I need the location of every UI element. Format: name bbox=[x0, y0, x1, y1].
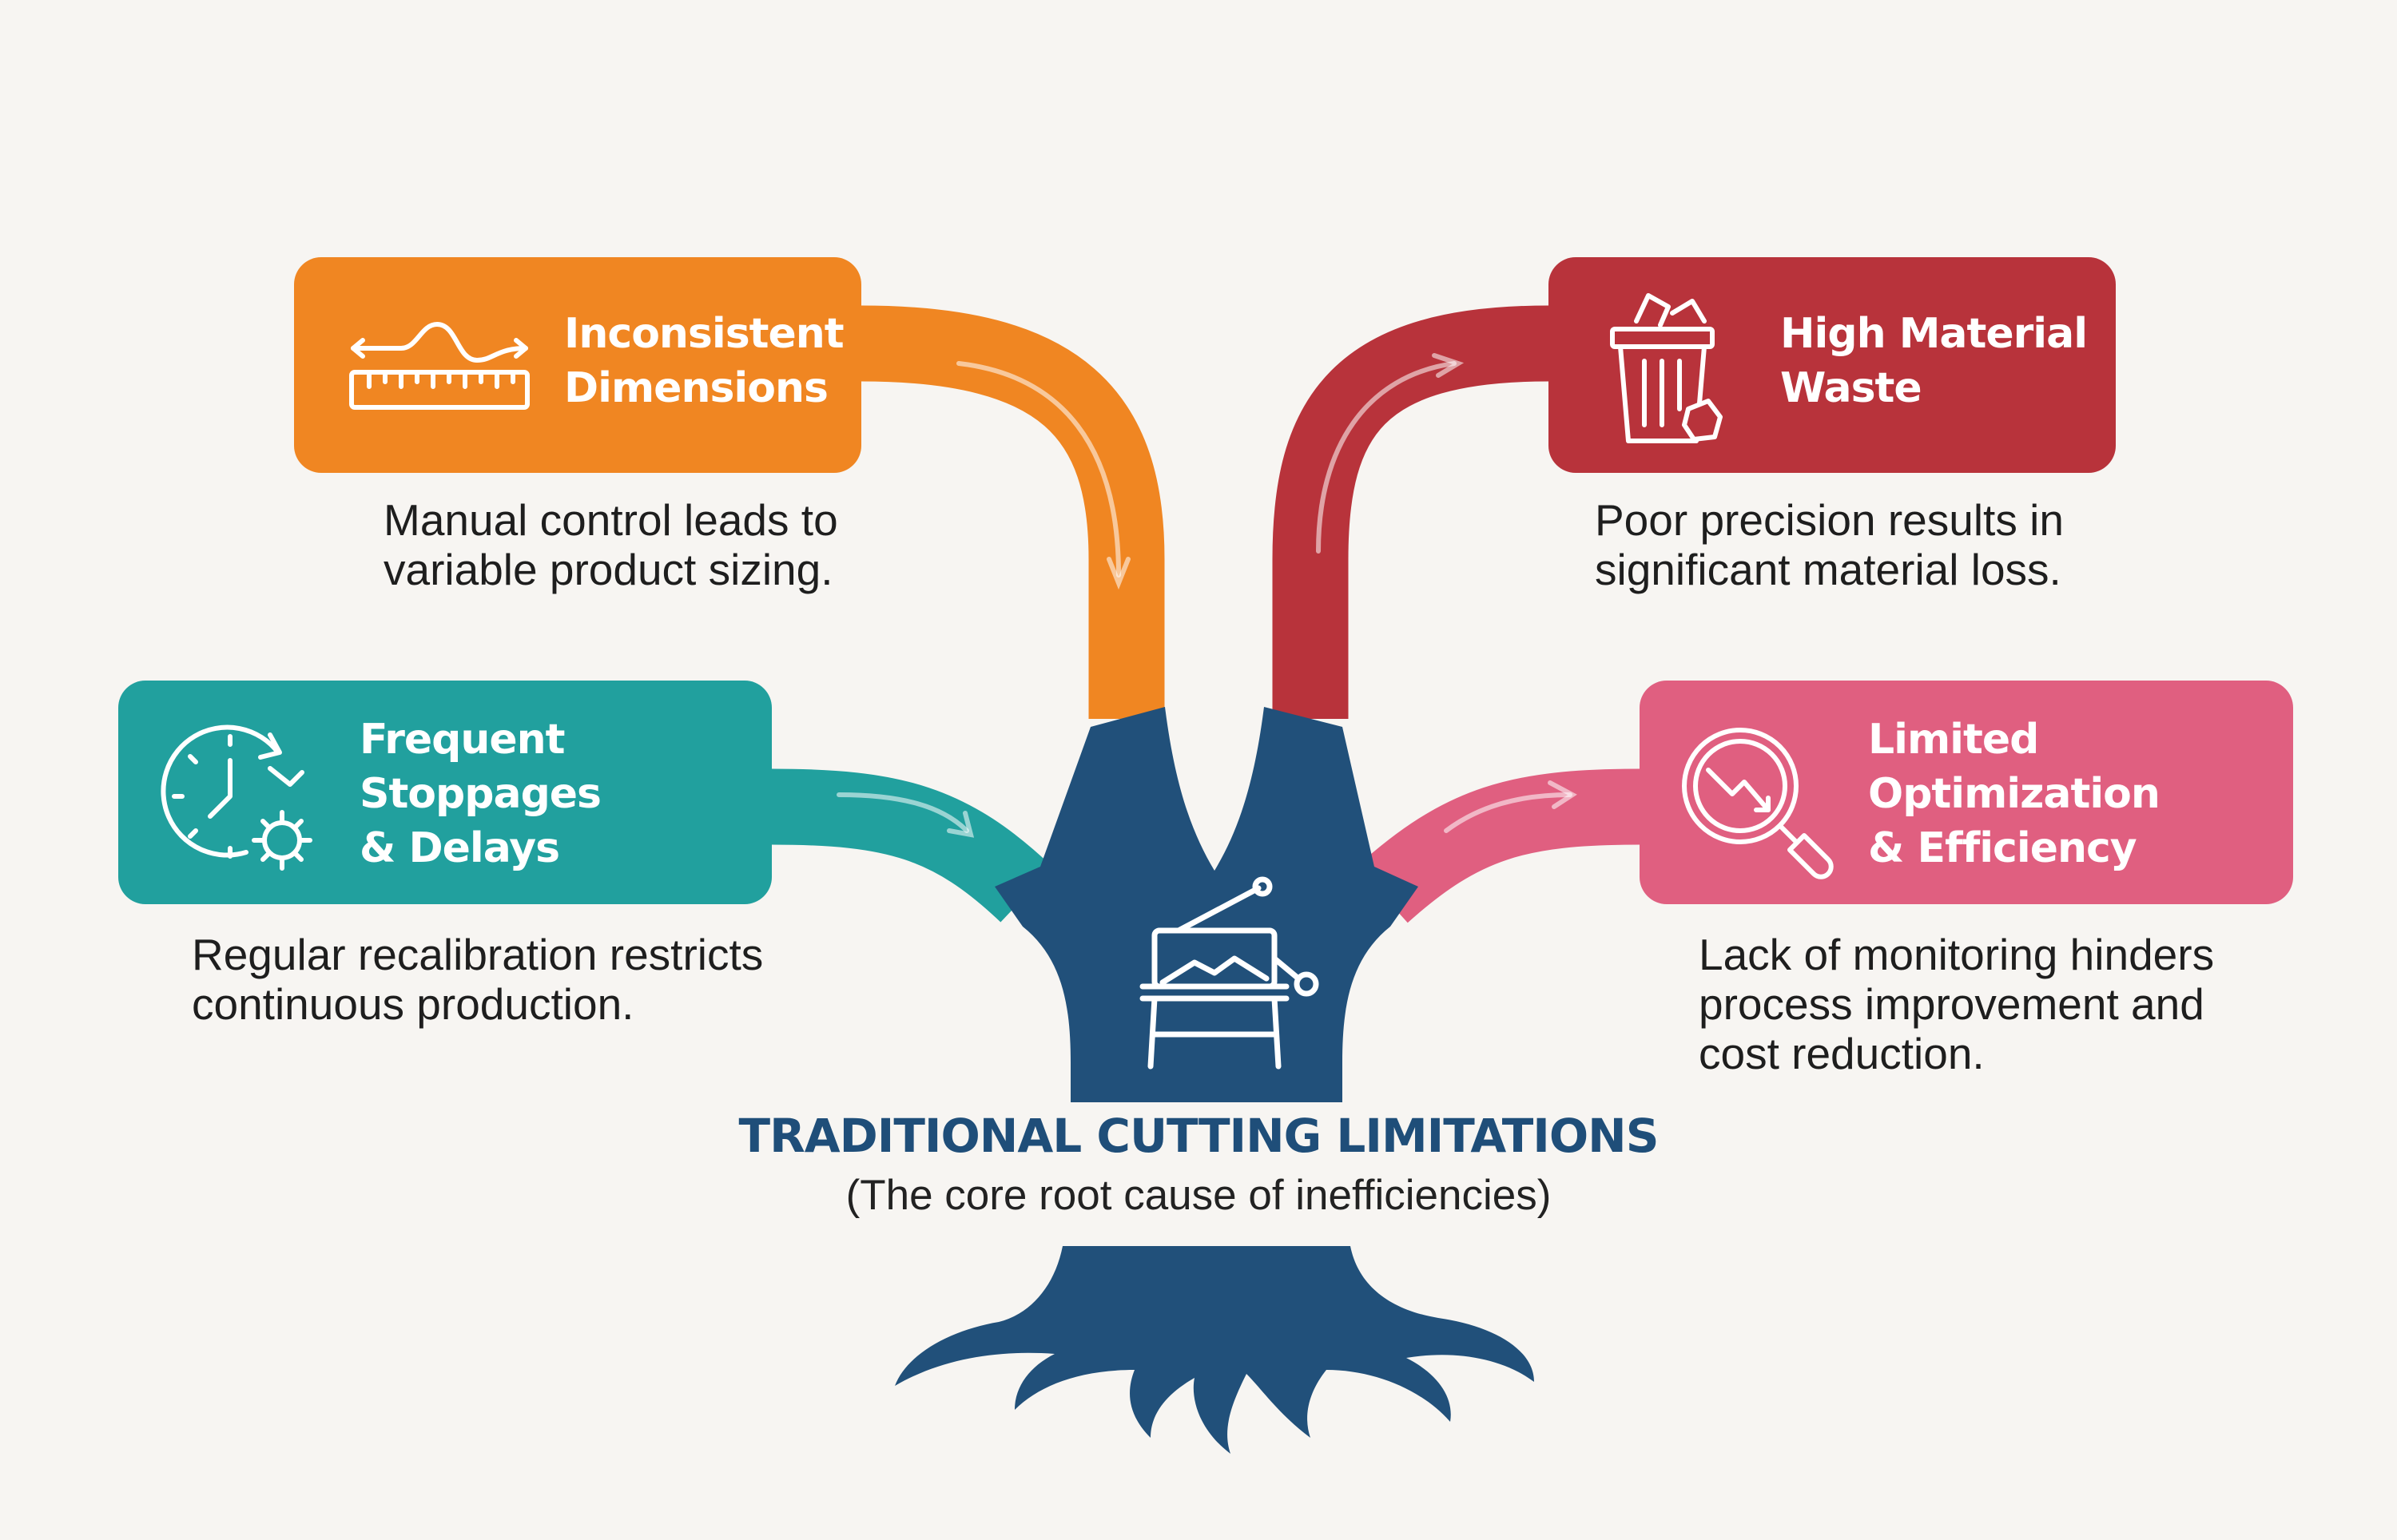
tree-roots bbox=[895, 1246, 1534, 1454]
central-subtitle: (The core root cause of inefficiencies) bbox=[845, 1172, 1552, 1219]
cause-title: Limited Optimization & Efficiency bbox=[1868, 716, 2160, 872]
cause-description: Lack of monitoring hinders process impro… bbox=[1699, 930, 2215, 1078]
cause-description: Poor precision results in significant ma… bbox=[1595, 495, 2064, 594]
magnifier-downtrend-icon bbox=[1676, 722, 1836, 886]
cause-card-frequent-stoppages: Frequent Stoppages & Delays bbox=[118, 681, 772, 904]
central-title: TRADITIONAL CUTTING LIMITATIONS bbox=[738, 1109, 1660, 1163]
orange-branch bbox=[861, 305, 1165, 719]
trash-bin-icon bbox=[1604, 289, 1724, 453]
cause-title: Inconsistent Dimensions bbox=[564, 310, 845, 412]
cause-card-high-material-waste: High Material Waste bbox=[1548, 257, 2116, 473]
pink-branch bbox=[1357, 768, 1640, 923]
red-branch bbox=[1272, 305, 1549, 719]
cause-card-inconsistent-dimensions: Inconsistent Dimensions bbox=[294, 257, 861, 473]
tree-trunk bbox=[995, 707, 1418, 1102]
ruler-with-wave-icon bbox=[345, 316, 534, 416]
red-flow-arrow bbox=[1316, 361, 1457, 554]
paper-guillotine-cutter-icon bbox=[1139, 876, 1319, 1070]
cause-description: Manual control leads to variable product… bbox=[384, 495, 838, 594]
cause-card-limited-optimization: Limited Optimization & Efficiency bbox=[1640, 681, 2293, 904]
cause-title: High Material Waste bbox=[1780, 310, 2088, 412]
teal-branch bbox=[771, 768, 1053, 923]
pink-flow-arrow bbox=[1444, 792, 1572, 833]
clock-gear-icon bbox=[158, 712, 326, 884]
cause-title: Frequent Stoppages & Delays bbox=[360, 716, 602, 872]
orange-flow-arrow bbox=[956, 361, 1121, 578]
cause-description: Regular recalibration restricts continuo… bbox=[192, 930, 764, 1029]
teal-flow-arrow bbox=[837, 792, 969, 833]
